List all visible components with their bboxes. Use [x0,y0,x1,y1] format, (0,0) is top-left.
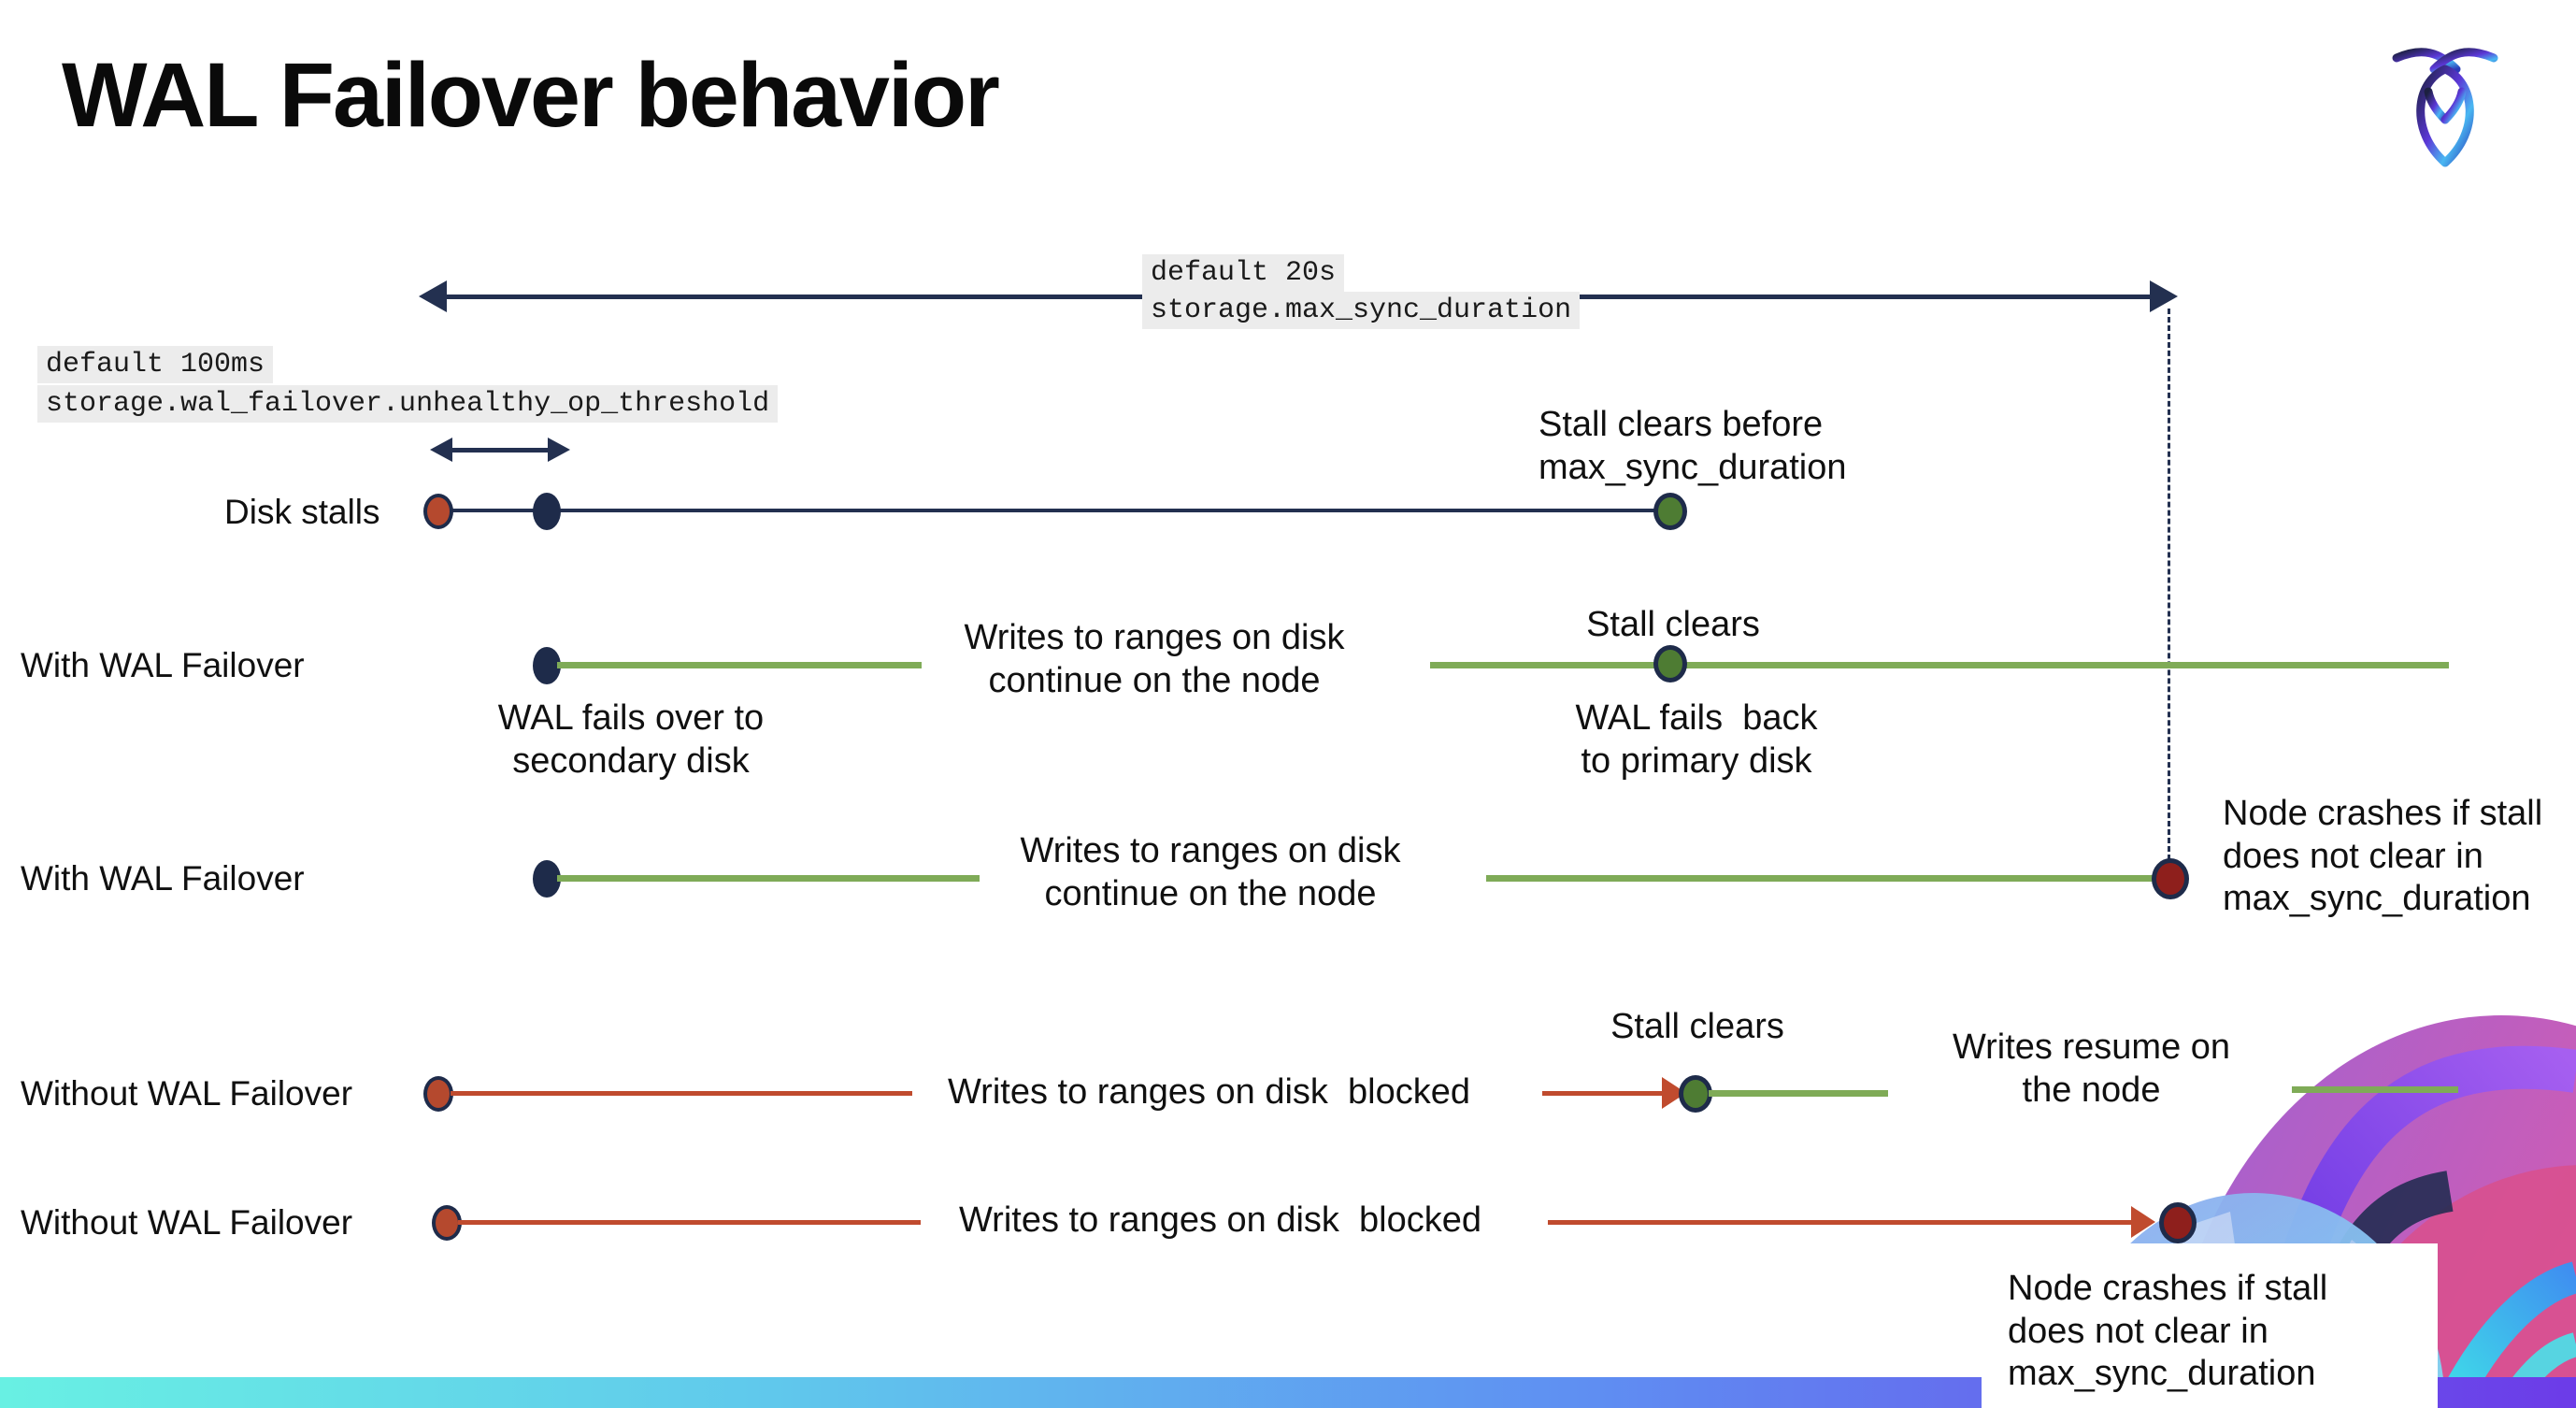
note-stall-clears-before: Stall clears before max_sync_duration [1538,405,1847,487]
blocked-arrow-line-1 [1542,1091,1666,1096]
unhealthy-op-arrow-line [447,448,551,453]
red-arrowhead-icon-2 [2131,1206,2155,1238]
note-writes-continue-1: Writes to ranges on disk continue on the… [964,618,1345,700]
note-stall-clears-2: Stall clears [1586,605,1760,644]
failover-dot [533,647,561,684]
row-label-without-wal-failover-1: Without WAL Failover [21,1074,353,1113]
writes-resume-line-2 [2292,1086,2458,1093]
writes-continue-line-1 [557,662,922,668]
row-label-with-wal-failover-2: With WAL Failover [21,859,305,898]
stall-clears-dot-3 [1679,1075,1712,1113]
writes-continue-line-3 [557,875,980,882]
stall-start-dot-2 [423,1076,453,1112]
row-label-with-wal-failover-1: With WAL Failover [21,646,305,684]
writes-resume-line-1 [1709,1090,1888,1097]
writes-continue-line-2 [1430,662,2449,668]
note-node-crashes-1: Node crashes if stall does not clear in … [2223,794,2543,919]
unhealthy-op-setting-name: storage.wal_failover.unhealthy_op_thresh… [37,385,779,423]
note-writes-continue-2: Writes to ranges on disk continue on the… [1020,831,1401,913]
row-label-without-wal-failover-2: Without WAL Failover [21,1203,353,1242]
stall-start-dot [423,494,453,529]
disk-stalls-timeline [438,509,1670,512]
small-arrowhead-right-icon [548,438,570,462]
stall-clears-dot [1653,493,1687,530]
unhealthy-op-default-label: default 100ms [37,346,274,383]
writes-blocked-line-1 [451,1091,912,1096]
max-sync-setting-name: storage.max_sync_duration [1142,292,1581,329]
threshold-dot [533,493,561,530]
writes-continue-line-4 [1486,875,2161,882]
node-crash-note-box: Node crashes if stall does not clear in … [1982,1243,2438,1408]
arrowhead-left-icon [419,280,447,312]
blocked-arrow-line-2 [1548,1220,2135,1225]
node-crash-dot-1 [2152,858,2189,899]
arrowhead-right-icon [2150,280,2178,312]
node-crash-dot-2 [2159,1202,2197,1243]
max-sync-deadline-dashed-line [2168,309,2170,860]
note-writes-resume: Writes resume on the node [1952,1027,2231,1110]
note-stall-clears-3: Stall clears [1610,1007,1784,1046]
page-title: WAL Failover behavior [62,44,1000,146]
max-sync-default-label: default 20s [1142,254,1345,292]
cockroachdb-logo-icon [2389,41,2501,189]
note-node-crashes-2: Node crashes if stall does not clear in … [2008,1269,2328,1394]
row-label-disk-stalls: Disk stalls [224,493,380,531]
failover-dot-2 [533,860,561,898]
small-arrowhead-left-icon [430,438,452,462]
note-writes-blocked-2: Writes to ranges on disk blocked [959,1200,1482,1240]
note-wal-fails-back: WAL fails back to primary disk [1575,698,1818,781]
stall-clears-dot-2 [1653,645,1687,682]
note-writes-blocked-1: Writes to ranges on disk blocked [948,1072,1471,1112]
note-wal-fails-over: WAL fails over to secondary disk [497,698,765,781]
writes-blocked-line-2 [458,1220,921,1225]
